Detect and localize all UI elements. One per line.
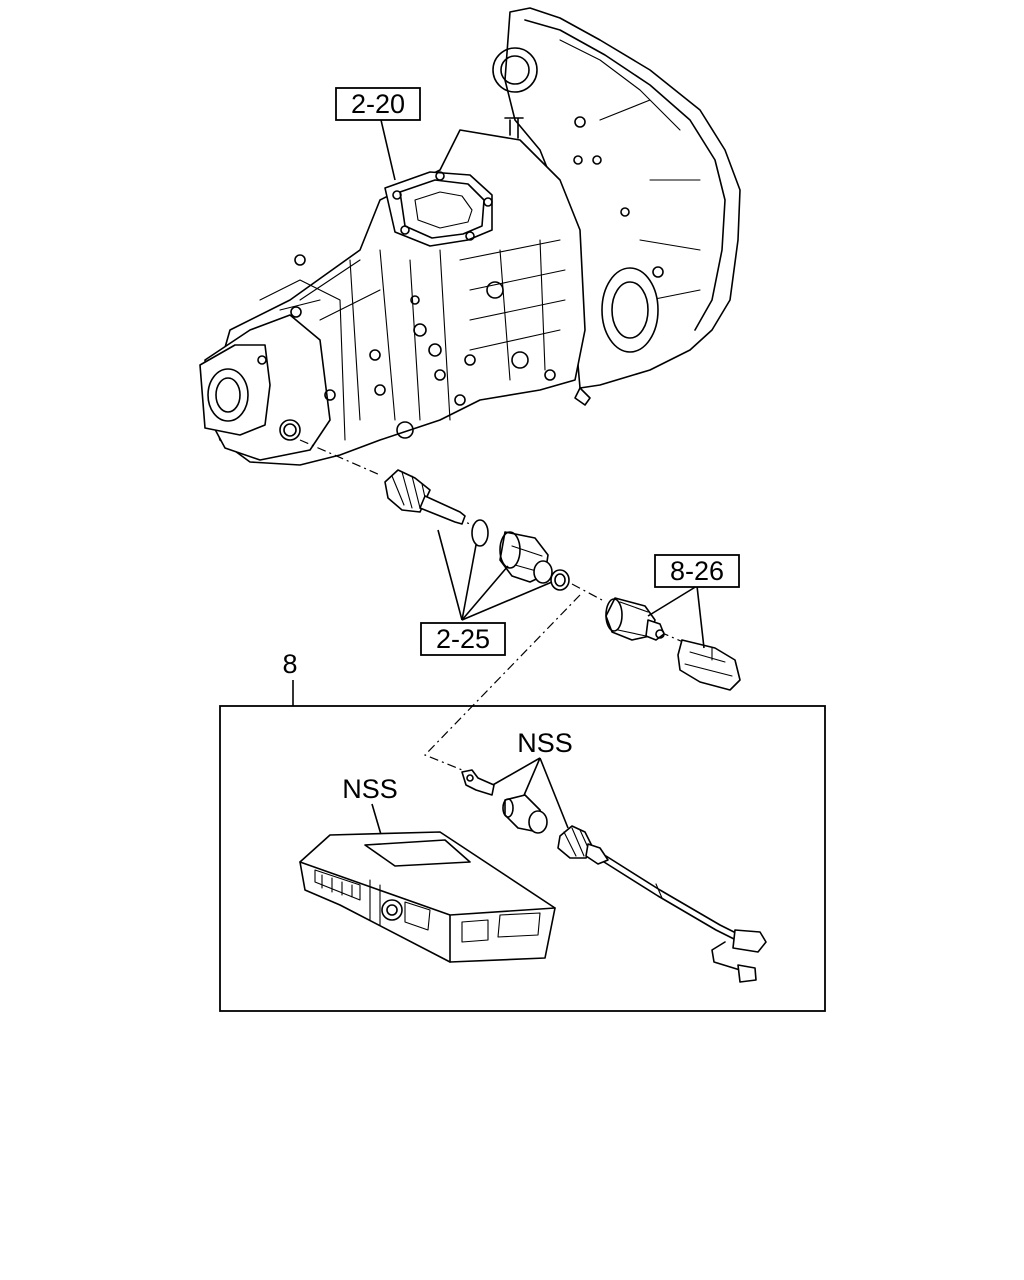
leader-nss-unit <box>371 803 383 839</box>
bushing[interactable] <box>550 569 570 591</box>
drive-gear[interactable] <box>384 469 466 525</box>
clip[interactable] <box>461 769 495 796</box>
ref-8-26-box[interactable]: 8-26 <box>654 554 740 588</box>
adapter[interactable] <box>502 794 548 834</box>
leader-2-25 <box>437 529 553 621</box>
sensor-cable[interactable] <box>557 825 767 983</box>
control-unit[interactable] <box>299 831 556 963</box>
ref-2-20-label: 2-20 <box>351 89 405 119</box>
ref-2-25-label: 2-25 <box>436 624 490 654</box>
ref-2-20-box[interactable]: 2-20 <box>335 87 421 121</box>
leader-8-26 <box>647 585 705 649</box>
leader-2-20 <box>380 119 396 181</box>
sleeve[interactable] <box>499 531 553 584</box>
kit-8-frame <box>219 705 826 1012</box>
ref-8-26-label: 8-26 <box>670 556 724 586</box>
transmission-assembly <box>199 7 741 466</box>
speed-sensor[interactable] <box>605 597 665 641</box>
kit-dash-leader <box>423 594 581 771</box>
item-8-label: 8 <box>282 649 297 679</box>
o-ring[interactable] <box>471 519 489 547</box>
nss-unit-label: NSS <box>342 774 398 804</box>
nss-sensor-label: NSS <box>517 728 573 758</box>
ref-2-25-box[interactable]: 2-25 <box>420 622 506 656</box>
bracket[interactable] <box>677 639 741 691</box>
